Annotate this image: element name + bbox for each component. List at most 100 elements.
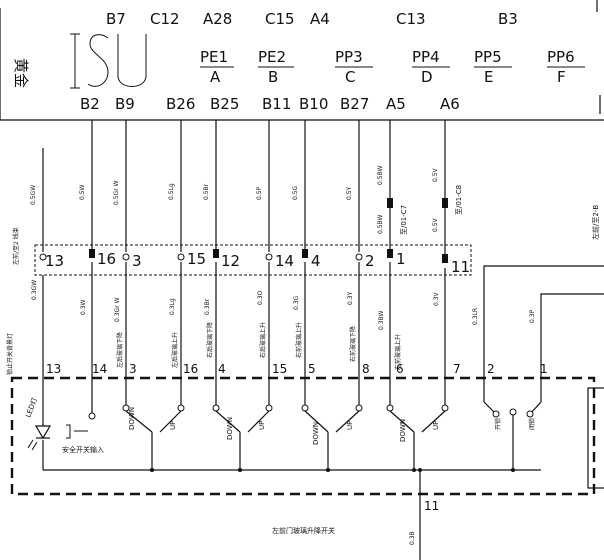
connector-letter-f: F [557, 68, 566, 86]
pin-b2: B2 [80, 95, 100, 113]
splice-c8-body [442, 198, 448, 208]
right-edge-block [587, 387, 604, 489]
splice-wire-bw: 0.5BW [377, 215, 384, 234]
top-label-c15: C15 [265, 10, 295, 28]
window-switch-4: DOWN UP [386, 378, 449, 470]
plug-connector: 13 16 3 15 12 14 4 2 1 11 [34, 244, 472, 276]
upper-wires [42, 120, 446, 255]
lower-wire-0: 0.3GW [31, 280, 38, 300]
connector-code-pp3: PP3 [335, 48, 363, 66]
lock-switch-unlock: 开锁 [483, 378, 502, 430]
wire-label-3: 0.5Br [203, 183, 210, 200]
switch-pin-14: 14 [92, 362, 107, 376]
wire-label-7: 0.5BW [377, 166, 384, 185]
switch-label-4: DOWN [312, 422, 320, 445]
top-labels: B7 C12 A28 C15 A4 C13 B3 [106, 10, 518, 28]
connector-code-pp6: PP6 [547, 48, 575, 66]
top-label-b7: B7 [106, 10, 126, 28]
switch-label-6: DOWN [399, 419, 407, 442]
plug-num-13: 13 [45, 252, 64, 270]
lower-wire-8: 0.3BW [378, 311, 385, 330]
wire-label-5: 0.5G [292, 185, 299, 200]
lower-wire-3: 0.3Lg [169, 298, 176, 315]
connector-code-pe1: PE1 [200, 48, 228, 66]
ground-pin: 11 [424, 499, 439, 513]
lower-wires [42, 262, 604, 378]
top-label-c12: C12 [150, 10, 180, 28]
connector-letter-c: C [345, 68, 355, 86]
wire-label-8: 0.5V [432, 167, 439, 182]
plug-num-15: 15 [187, 250, 206, 268]
switch-pin-6: 6 [396, 362, 404, 376]
plug-num-16: 16 [97, 250, 116, 268]
right-edge-label: 左前/至2-B [591, 205, 600, 240]
lock-label-open: 开锁 [494, 418, 502, 430]
lower-wire-4: 0.3Br [204, 298, 211, 315]
switch-label-1: UP [169, 421, 177, 430]
ecu-block: 黄金 ISU PE1 A PE2 B PP3 C PP4 D PP5 E [0, 0, 604, 121]
connector-letter-e: E [484, 68, 493, 86]
pin-a6: A6 [440, 95, 460, 113]
lower-wire-6: 0.3G [293, 295, 300, 310]
switch-module: 13 14 3 16 4 15 5 8 6 7 2 1 LED灯 安全开关输 [10, 362, 596, 496]
connector-letter-a: A [210, 68, 221, 86]
pin-b26: B26 [166, 95, 195, 113]
splice-c7-label: 至/01-C7 [400, 205, 408, 235]
splice-wire-v: 0.5V [432, 217, 439, 232]
switch-pin-15: 15 [272, 362, 287, 376]
wire-label-2: 0.5Lg [168, 183, 175, 200]
switch-pin-5: 5 [308, 362, 316, 376]
switch-pin-3: 3 [129, 362, 137, 376]
wire-label-6: 0.5Y [346, 186, 353, 200]
lower-wire-5: 0.3O [257, 290, 264, 305]
func-label-2: 左后玻璃上升 [171, 332, 179, 368]
plug-num-12: 12 [221, 252, 240, 270]
pin-b27: B27 [340, 95, 369, 113]
isu-logo: ISU [70, 33, 147, 100]
lower-wire-9: 0.3V [433, 291, 440, 306]
lower-wire-11: 0.3P [529, 309, 536, 323]
connector-letter-d: D [421, 68, 433, 86]
left-wire-label: 0.5GW [30, 185, 37, 205]
lower-wire-10: 0.3LR [472, 308, 479, 325]
module-title: 左前门玻璃升降开关 [272, 526, 335, 535]
lock-switch-lock: 闭锁 [509, 378, 542, 470]
function-labels: 锁止开关背景灯 左后玻璃下降 左后玻璃上升 右后玻璃下降 右后玻璃上升 右前玻璃… [6, 322, 402, 375]
func-label-1: 左后玻璃下降 [116, 332, 124, 368]
wire-label-0: 0.5W [79, 184, 86, 200]
pin-a5: A5 [386, 95, 406, 113]
splice-c8-label: 至/01-C8 [455, 185, 463, 215]
plug-pins [39, 249, 448, 263]
switch-pin-4: 4 [218, 362, 226, 376]
connector-labels: PE1 A PE2 B PP3 C PP4 D PP5 E PP6 F [200, 48, 585, 86]
top-label-b3: B3 [498, 10, 518, 28]
pin-b9: B9 [115, 95, 135, 113]
plug-num-2: 2 [365, 252, 375, 270]
left-vertical-label: 左前/至2 线束 [12, 227, 20, 265]
bus-junctions [150, 468, 515, 472]
ground-output: 11 0.3B [409, 470, 439, 560]
splice-c7-body [387, 198, 393, 208]
lower-wire-2: 0.3Gr W [114, 297, 121, 322]
switch-label-7: UP [432, 421, 440, 430]
switch-label-2: DOWN [226, 417, 234, 440]
switch-label-0: DOWN [128, 407, 136, 430]
switch-label-5: UP [346, 421, 354, 430]
switch-pin-13: 13 [46, 362, 61, 376]
pin-b10: B10 [299, 95, 328, 113]
window-switch-3: DOWN UP [301, 378, 363, 470]
switch-pin-16: 16 [183, 362, 198, 376]
ground-wire: 0.3B [409, 531, 416, 545]
func-label-4: 右后玻璃上升 [259, 322, 267, 358]
lock-label-close: 闭锁 [528, 418, 536, 430]
led-indicator: LED灯 [23, 378, 52, 451]
plug-num-3: 3 [132, 252, 142, 270]
switch-pin-2: 2 [487, 362, 495, 376]
bottom-pins: B2 B9 B26 B25 B11 B10 B27 A5 A6 [80, 95, 460, 113]
plug-num-4: 4 [311, 252, 321, 270]
connector-code-pe2: PE2 [258, 48, 286, 66]
connector-letter-b: B [268, 68, 278, 86]
wire-label-1: 0.5Gr W [113, 180, 120, 205]
switch-pin-7: 7 [453, 362, 461, 376]
